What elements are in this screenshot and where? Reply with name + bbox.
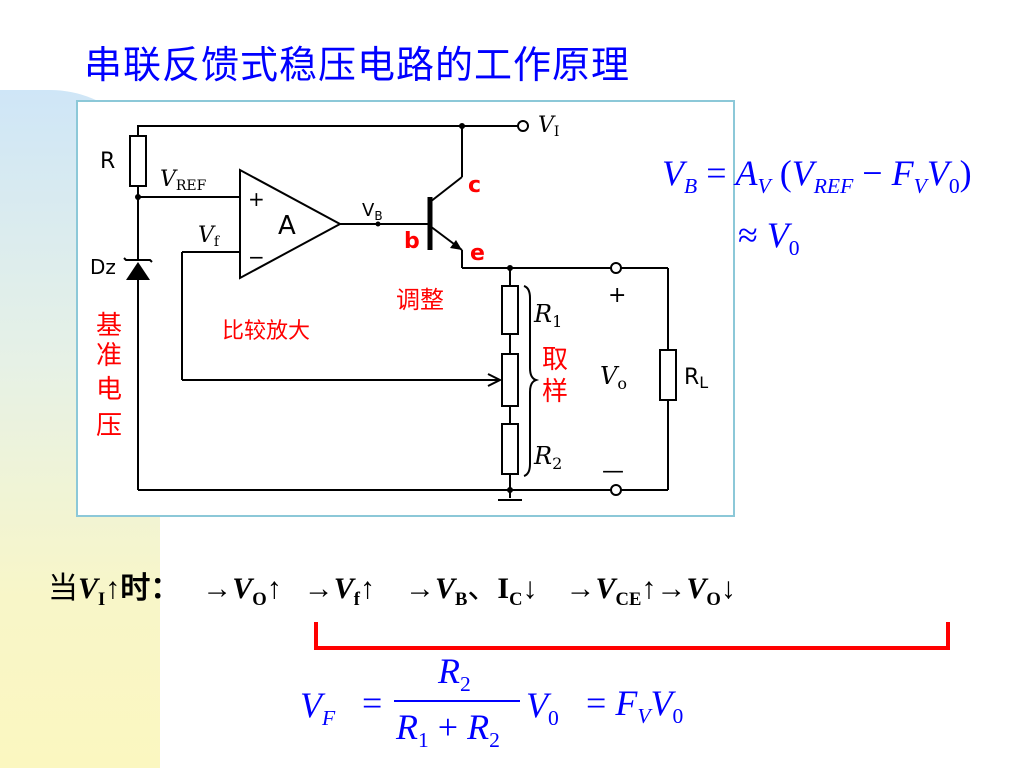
junction-dot bbox=[135, 194, 141, 200]
out-plus-terminal bbox=[610, 262, 622, 274]
label-r2: R2 bbox=[533, 442, 562, 473]
circuit-diagram: R VREF VI Vf VB + − A Dz c b e 调整 比较放大 基… bbox=[76, 100, 735, 517]
label-jizhun-2: 准 bbox=[96, 341, 122, 371]
feedback-bracket bbox=[314, 622, 950, 650]
resistor-r2 bbox=[501, 423, 519, 475]
label-bijiao: 比较放大 bbox=[222, 319, 310, 344]
vf-numerator: R2 bbox=[438, 651, 471, 697]
junction-dot bbox=[507, 487, 513, 493]
vf-denominator: R1 + R2 bbox=[396, 707, 500, 753]
label-jizhun-4: 压 bbox=[96, 411, 122, 441]
slide-title: 串联反馈式稳压电路的工作原理 bbox=[84, 43, 631, 87]
label-tiaozheng: 调整 bbox=[396, 286, 444, 314]
fraction-bar bbox=[394, 700, 520, 702]
label-r: R bbox=[100, 149, 115, 174]
resistor-r bbox=[129, 135, 147, 187]
label-quyang-1: 取 bbox=[542, 345, 568, 375]
equation-approx: ≈ V0 bbox=[738, 215, 800, 261]
label-vi: VI bbox=[538, 113, 559, 140]
zener-diode bbox=[126, 262, 150, 280]
regulation-chain: 当VI↑时：→VO↑→Vf↑→VB、IC↓→VCE↑→VO↓ bbox=[48, 572, 736, 610]
circuit-svg: R VREF VI Vf VB + − A Dz c b e 调整 比较放大 基… bbox=[90, 113, 708, 501]
label-amp: A bbox=[278, 211, 296, 241]
sampling-brace bbox=[523, 285, 540, 477]
potentiometer bbox=[501, 353, 519, 407]
label-rl: RL bbox=[684, 365, 708, 392]
op-amp bbox=[239, 168, 343, 280]
label-jizhun-3: 电 bbox=[96, 375, 122, 405]
wiper-arrow bbox=[487, 373, 503, 387]
vi-terminal bbox=[517, 120, 529, 132]
emitter-arrow bbox=[450, 240, 462, 250]
resistor-r1 bbox=[501, 285, 519, 335]
out-minus-terminal bbox=[610, 484, 622, 496]
junction-dot bbox=[375, 221, 381, 227]
label-dz: Dz bbox=[90, 255, 116, 279]
junction-dot bbox=[507, 265, 513, 271]
label-vf: Vf bbox=[198, 223, 221, 250]
label-out-minus: — bbox=[602, 459, 624, 484]
vf-lhs: VF bbox=[300, 685, 336, 731]
label-vb: VB bbox=[362, 200, 383, 223]
label-vo: Vo bbox=[600, 362, 627, 393]
vf-eq: = bbox=[362, 683, 383, 723]
bracket-line bbox=[314, 622, 950, 650]
label-jizhun-1: 基 bbox=[96, 311, 122, 341]
vf-v0: V0 bbox=[526, 685, 559, 731]
label-quyang-2: 样 bbox=[542, 377, 568, 407]
label-vref: VREF bbox=[160, 167, 207, 194]
resistor-rl bbox=[659, 349, 677, 401]
label-plus-input: + bbox=[248, 187, 265, 211]
label-c: c bbox=[468, 173, 481, 198]
collector-diag bbox=[429, 176, 463, 203]
label-out-plus: + bbox=[608, 283, 626, 308]
vf-rhs: = FVV0 bbox=[586, 683, 684, 729]
equation-vb: VB = AV (VREF − FVV0) bbox=[662, 153, 972, 199]
label-r1: R1 bbox=[533, 300, 562, 331]
label-minus-input: − bbox=[248, 245, 265, 269]
label-b: b bbox=[404, 229, 420, 254]
junction-dot bbox=[459, 123, 465, 129]
label-e: e bbox=[470, 241, 485, 266]
